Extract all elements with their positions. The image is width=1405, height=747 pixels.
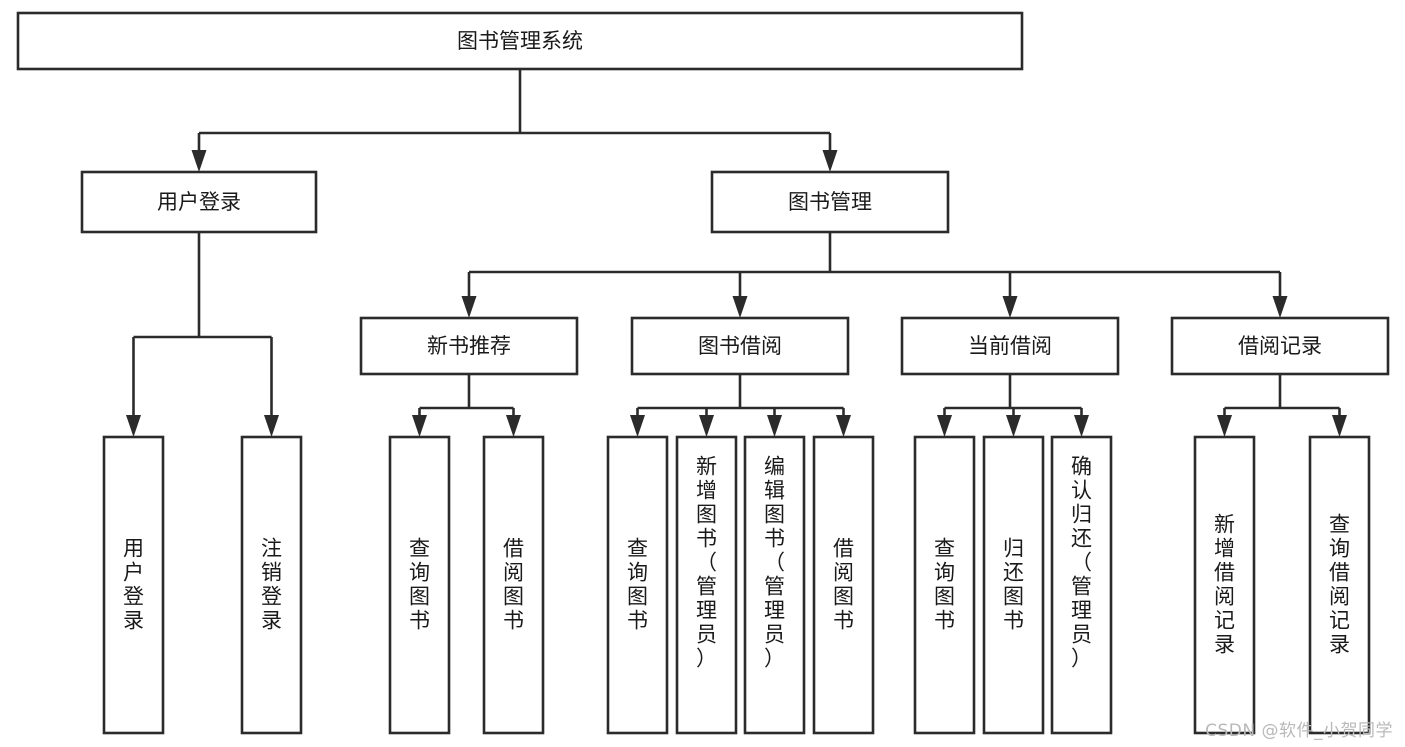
csdn-watermark: CSDN @软件_小贺同学 xyxy=(1205,721,1393,741)
node-box[interactable] xyxy=(630,316,850,376)
node-leaf-user-login[interactable]: 用户登录 xyxy=(102,435,165,735)
node-box[interactable] xyxy=(710,170,950,234)
node-label: 用户登录 xyxy=(157,190,241,214)
node-box[interactable] xyxy=(102,435,165,735)
node-leaf-add-book[interactable]: 新增图书（管理员） xyxy=(675,435,738,735)
node-leaf-borrow-book[interactable]: 借阅图书 xyxy=(812,435,875,735)
node-label: 图书管理系统 xyxy=(457,29,583,53)
node-box[interactable] xyxy=(675,435,738,735)
node-box[interactable] xyxy=(80,170,318,234)
node-label: 新增图书（管理员） xyxy=(696,455,717,671)
arrow-head-icon xyxy=(126,415,141,437)
node-user-login[interactable]: 用户登录 xyxy=(80,170,318,234)
node-leaf-confirm-return[interactable]: 确认归还（管理员） xyxy=(1050,435,1113,735)
arrow-head-icon xyxy=(264,415,279,437)
node-label: 图书借阅 xyxy=(698,334,782,358)
connector-group xyxy=(461,232,1288,318)
node-box[interactable] xyxy=(743,435,806,735)
connector-group xyxy=(630,374,851,437)
arrow-head-icon xyxy=(191,150,207,172)
connector-group xyxy=(126,232,279,437)
node-box[interactable] xyxy=(1170,316,1390,376)
node-leaf-return-book[interactable]: 归还图书 xyxy=(982,435,1045,735)
arrow-head-icon xyxy=(630,415,645,437)
arrow-head-icon xyxy=(767,415,782,437)
node-label: 编辑图书（管理员） xyxy=(764,455,785,671)
node-box[interactable] xyxy=(240,435,303,735)
node-label: 查询借阅记录 xyxy=(1329,513,1350,657)
node-box[interactable] xyxy=(359,316,579,376)
node-box[interactable] xyxy=(16,11,1024,71)
arrow-head-icon xyxy=(1272,296,1288,318)
node-box[interactable] xyxy=(606,435,669,735)
arrow-head-icon xyxy=(699,415,714,437)
node-label: 新增借阅记录 xyxy=(1214,513,1235,657)
connector-group xyxy=(191,69,838,172)
arrow-head-icon xyxy=(1006,415,1021,437)
node-label: 用户登录 xyxy=(123,537,144,633)
node-box[interactable] xyxy=(1050,435,1113,735)
node-leaf-query-record[interactable]: 查询借阅记录 xyxy=(1308,435,1371,735)
node-box[interactable] xyxy=(388,435,451,735)
node-root-book-management-system[interactable]: 图书管理系统 xyxy=(16,11,1024,71)
arrow-head-icon xyxy=(937,415,952,437)
node-label: 图书管理 xyxy=(788,190,872,214)
node-book-manage[interactable]: 图书管理 xyxy=(710,170,950,234)
node-leaf-query-book[interactable]: 查询图书 xyxy=(606,435,669,735)
connector-group xyxy=(937,374,1089,437)
node-label: 借阅图书 xyxy=(833,537,854,633)
node-leaf-add-record[interactable]: 新增借阅记录 xyxy=(1193,435,1256,735)
node-leaf-borrow-book-rec[interactable]: 借阅图书 xyxy=(482,435,545,735)
arrow-head-icon xyxy=(1332,415,1347,437)
arrow-head-icon xyxy=(1074,415,1089,437)
node-label: 注销登录 xyxy=(261,537,282,633)
node-book-borrow[interactable]: 图书借阅 xyxy=(630,316,850,376)
node-leaf-user-logout[interactable]: 注销登录 xyxy=(240,435,303,735)
node-new-book-recommend[interactable]: 新书推荐 xyxy=(359,316,579,376)
node-box[interactable] xyxy=(913,435,976,735)
arrow-head-icon xyxy=(1217,415,1232,437)
arrow-head-icon xyxy=(836,415,851,437)
node-label: 查询图书 xyxy=(934,537,955,633)
node-leaf-query-book-rec[interactable]: 查询图书 xyxy=(388,435,451,735)
node-label: 当前借阅 xyxy=(968,334,1052,358)
connector-group xyxy=(1217,374,1347,437)
node-box[interactable] xyxy=(482,435,545,735)
node-label: 查询图书 xyxy=(409,537,430,633)
connector-layer xyxy=(126,69,1347,437)
node-box[interactable] xyxy=(1308,435,1371,735)
node-leaf-edit-book[interactable]: 编辑图书（管理员） xyxy=(743,435,806,735)
node-label: 借阅图书 xyxy=(503,537,524,633)
node-current-borrow[interactable]: 当前借阅 xyxy=(900,316,1120,376)
node-label: 新书推荐 xyxy=(427,334,511,358)
arrow-head-icon xyxy=(412,415,427,437)
arrow-head-icon xyxy=(506,415,521,437)
node-label: 借阅记录 xyxy=(1238,334,1322,358)
node-box[interactable] xyxy=(982,435,1045,735)
node-label: 查询图书 xyxy=(627,537,648,633)
arrow-head-icon xyxy=(1002,296,1018,318)
node-label: 确认归还（管理员） xyxy=(1071,455,1092,671)
node-borrow-record[interactable]: 借阅记录 xyxy=(1170,316,1390,376)
node-box[interactable] xyxy=(812,435,875,735)
arrow-head-icon xyxy=(732,296,748,318)
node-label: 归还图书 xyxy=(1003,537,1024,633)
arrow-head-icon xyxy=(461,296,477,318)
node-layer: 图书管理系统用户登录图书管理新书推荐图书借阅当前借阅借阅记录用户登录注销登录查询… xyxy=(16,11,1390,735)
node-leaf-query-book-cur[interactable]: 查询图书 xyxy=(913,435,976,735)
connector-group xyxy=(412,374,521,437)
node-box[interactable] xyxy=(1193,435,1256,735)
node-box[interactable] xyxy=(900,316,1120,376)
arrow-head-icon xyxy=(822,150,838,172)
